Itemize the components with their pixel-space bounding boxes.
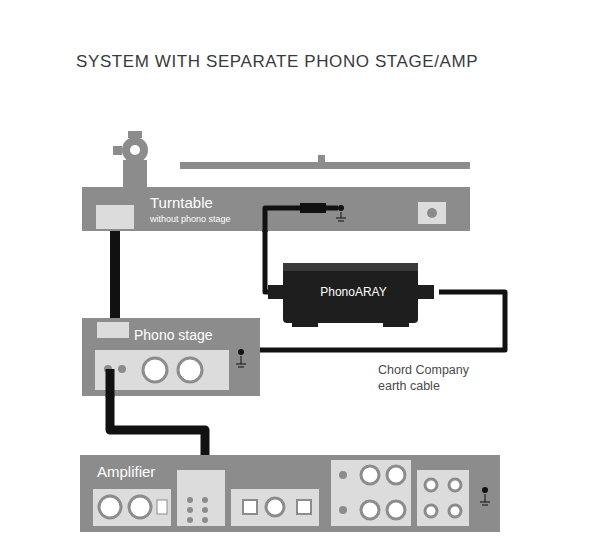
earth-post	[338, 205, 344, 211]
earth-cable	[265, 230, 268, 292]
xlr-socket	[361, 501, 379, 519]
output-panel	[95, 350, 229, 390]
tonearm-pivot	[122, 137, 148, 163]
platter	[180, 162, 470, 169]
turntable-box: Turntable without phono stage	[82, 187, 470, 231]
earth-plug	[300, 203, 326, 213]
digital-panel	[231, 489, 319, 526]
spindle	[318, 155, 325, 163]
phono-stage-case	[82, 318, 260, 396]
earth-cable	[260, 292, 505, 350]
ethernet-socket	[297, 500, 311, 514]
rca-cable	[106, 369, 115, 397]
phonoaray-ridge	[283, 263, 418, 271]
amplifier-case	[80, 455, 500, 532]
rca-output-panel	[96, 205, 134, 229]
phonoaray-foot	[292, 317, 318, 327]
device-box: PhonoARAY	[283, 263, 424, 323]
tonearm-base	[123, 160, 147, 188]
xlr-socket	[361, 466, 379, 484]
counterweight	[113, 146, 122, 155]
audio-cable	[110, 396, 205, 455]
earth-post	[238, 349, 244, 355]
speaker-terminals	[425, 479, 461, 517]
xlr-socket	[387, 466, 405, 484]
cable-label: Chord Company earth cable	[376, 362, 488, 395]
xlr-socket	[178, 358, 202, 382]
phono-stage-box: Phono stage	[82, 318, 260, 396]
rca-input-panel	[97, 322, 129, 338]
ground-symbol	[236, 356, 246, 367]
xlr-panel	[93, 489, 171, 526]
power-socket	[427, 208, 437, 218]
ground-symbol	[480, 494, 490, 505]
node-title: PhonoARAY	[283, 286, 424, 300]
rca-socket	[118, 365, 126, 373]
pivot-hole	[130, 145, 140, 155]
xlr-socket	[143, 358, 167, 382]
phonoaray-plug	[418, 285, 434, 299]
node-subtitle: without phono stage	[150, 214, 231, 224]
rca-socket	[339, 506, 347, 514]
optical-socket	[243, 500, 257, 514]
power-socket-panel	[418, 202, 446, 224]
xlr-socket	[99, 496, 121, 518]
ground-symbol	[336, 212, 346, 221]
xlr-socket	[129, 496, 151, 518]
output-panel	[417, 470, 469, 526]
diagram-title: SYSTEM WITH SEPARATE PHONO STAGE/AMP	[76, 52, 478, 72]
amplifier-box: Amplifier	[80, 455, 500, 532]
node-title: Turntable	[150, 194, 213, 211]
xlr-socket	[266, 498, 284, 516]
balanced-panel	[331, 460, 411, 526]
tonearm-top	[128, 131, 142, 138]
node-title: Amplifier	[97, 463, 155, 480]
phonoaray-foot	[383, 317, 409, 327]
rca-socket	[339, 471, 347, 479]
turntable-plinth	[82, 187, 470, 231]
phonoaray-plug	[268, 285, 283, 299]
earth-post	[482, 487, 488, 493]
usb-socket	[157, 500, 167, 514]
xlr-socket	[387, 501, 405, 519]
node-title: Phono stage	[134, 327, 213, 343]
rca-panel	[177, 470, 225, 526]
rca-sockets	[187, 497, 208, 523]
audio-cable	[110, 231, 120, 318]
